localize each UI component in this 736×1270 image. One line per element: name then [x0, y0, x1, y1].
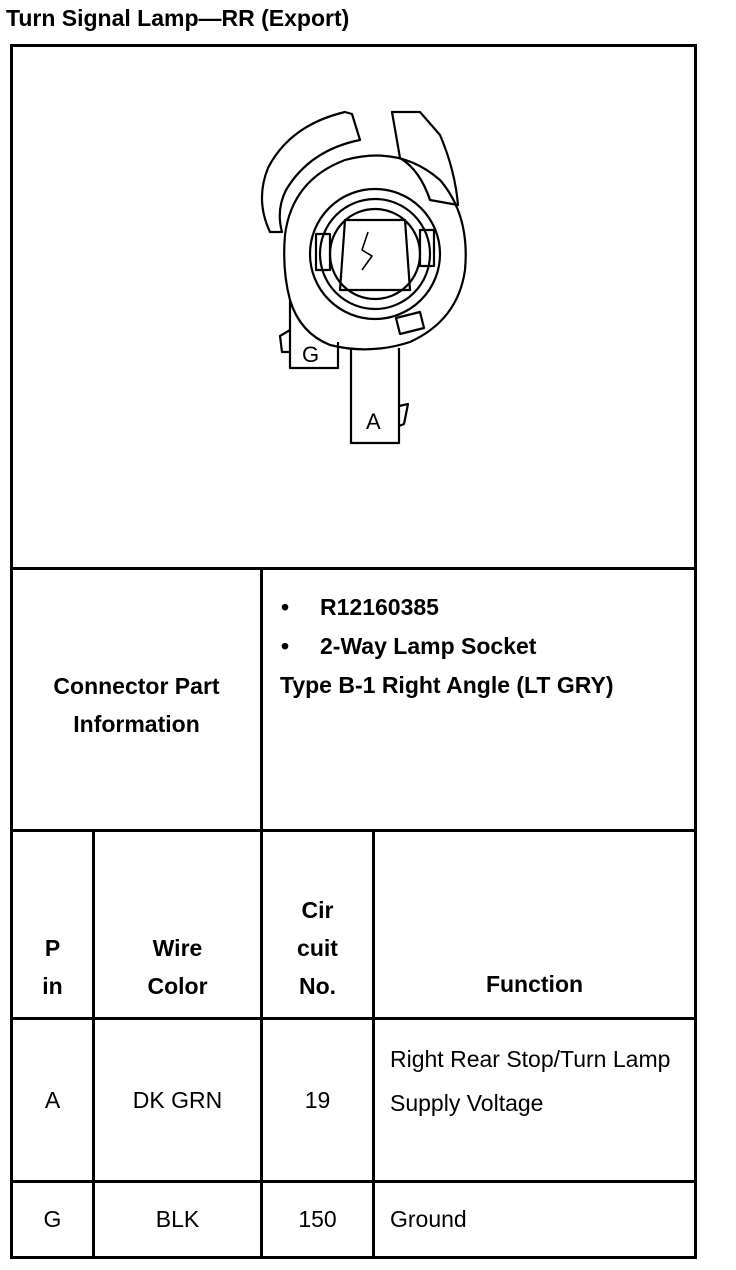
row-divider	[10, 567, 697, 570]
column-divider	[260, 567, 263, 1259]
row-divider	[10, 829, 697, 832]
table-cell-circuit: 19	[263, 1020, 372, 1180]
table-cell-circuit: 150	[263, 1183, 372, 1256]
column-divider	[92, 829, 95, 1259]
header-wire-color-text: Wire Color	[147, 935, 208, 999]
pin-label-g: G	[302, 342, 319, 367]
table-border-right	[694, 44, 697, 1259]
page-title: Turn Signal Lamp—RR (Export)	[6, 5, 350, 31]
terminal-g	[288, 300, 340, 370]
header-circuit-text: Cir cuit No.	[297, 897, 338, 999]
table-cell-function: Ground	[390, 1183, 690, 1256]
row-a-function: Right Rear Stop/Turn Lamp Supply Voltage	[390, 1046, 671, 1116]
list-item: • 2-Way Lamp Socket	[280, 627, 680, 666]
connector-right-tab	[390, 110, 460, 207]
table-border-left	[10, 44, 13, 1259]
connector-info-label: Connector Part Information	[13, 660, 260, 750]
column-divider	[372, 829, 375, 1259]
bullet-icon: •	[281, 633, 290, 659]
row-g-wire-color: BLK	[155, 1206, 200, 1232]
table-border-bottom	[10, 1256, 697, 1259]
row-a-pin: A	[44, 1086, 61, 1113]
row-a-wire-color: DK GRN	[132, 1086, 223, 1113]
table-cell-pin: A	[13, 1020, 92, 1180]
row-g-pin: G	[43, 1206, 62, 1232]
header-wire-color: Wire Color	[95, 925, 260, 1005]
notch-bottom	[394, 310, 426, 336]
row-a-circuit: 19	[304, 1086, 331, 1113]
table-cell-wire-color: BLK	[95, 1183, 260, 1256]
list-item: • R12160385	[280, 588, 680, 627]
notch-right	[418, 228, 436, 268]
connector-description-line1: 2-Way Lamp Socket	[320, 633, 537, 659]
table-cell-wire-color: DK GRN	[95, 1020, 260, 1180]
header-function: Function	[375, 965, 694, 1003]
connector-diagram: G A	[260, 110, 467, 445]
table-border-top	[10, 44, 697, 47]
row-g-circuit: 150	[298, 1206, 337, 1232]
row-divider	[10, 1180, 697, 1183]
terminal-a-hook	[398, 402, 410, 428]
connector-description-rest: Type B-1 Right Angle (LT GRY)	[280, 672, 614, 698]
pin-label-a: A	[366, 409, 381, 434]
table-cell-pin: G	[13, 1183, 92, 1256]
connector-latch-outline	[260, 110, 362, 234]
terminal-a	[349, 348, 401, 445]
header-function-text: Function	[485, 970, 584, 997]
socket-ring-middle	[318, 197, 432, 311]
connector-info-details: • R12160385 • 2-Way Lamp Socket Type B-1…	[280, 588, 680, 705]
header-pin-text: P in	[42, 935, 63, 999]
socket-ring-outer	[308, 187, 442, 321]
notch-left	[314, 232, 332, 272]
row-divider	[10, 1017, 697, 1020]
bulb-opening	[338, 218, 412, 292]
part-number: R12160385	[320, 594, 439, 620]
header-pin: P in	[13, 925, 92, 1005]
row-g-function: Ground	[390, 1206, 467, 1232]
bulb-contact	[361, 231, 373, 271]
bullet-icon: •	[281, 594, 290, 620]
header-circuit: Cir cuit No.	[263, 887, 372, 1005]
connector-body	[283, 154, 467, 351]
connector-info-label-text: Connector Part Information	[53, 673, 220, 737]
terminal-g-hook	[278, 329, 291, 354]
